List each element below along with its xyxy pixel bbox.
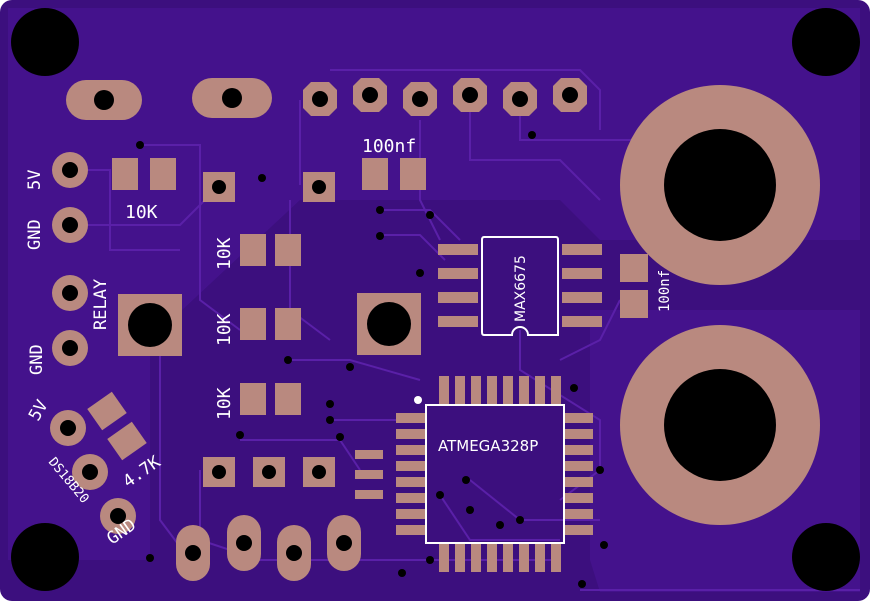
res-b-label: 10K [214, 313, 235, 346]
vias [136, 131, 608, 588]
res-c-label: 10K [214, 387, 235, 420]
cap-right-label: 100nf [657, 270, 673, 312]
smd-pad-icon [400, 158, 426, 190]
pin-gnd-b-label: GND [27, 344, 47, 375]
ic-outline-icon [481, 236, 559, 336]
pin-relay-label: RELAY [91, 279, 111, 330]
smd-pad-icon [107, 421, 147, 461]
header-pins-top [303, 78, 587, 116]
smd-pad-icon [240, 383, 266, 415]
smd-pads [87, 158, 648, 499]
smd-pad-icon [240, 308, 266, 340]
smd-pad-icon [620, 290, 648, 318]
atmega328p-label: ATMEGA328P [438, 437, 538, 455]
res-top-label: 10K [125, 202, 158, 223]
pin-5v-label: 5V [25, 170, 45, 190]
smd-pad-icon [275, 308, 301, 340]
cap-top-label: 100nf [362, 136, 416, 157]
smd-pad-icon [275, 234, 301, 266]
square-through-pads [118, 172, 421, 487]
atmega328p-chip: ATMEGA328P [396, 376, 593, 572]
smd-pad-icon [620, 254, 648, 282]
smd-pad-icon [355, 490, 383, 499]
smd-pad-icon [355, 470, 383, 479]
max6675-label: MAX6675 [513, 255, 529, 322]
smd-pad-icon [240, 234, 266, 266]
max6675-chip: MAX6675 [438, 236, 602, 336]
smd-pad-icon [112, 158, 138, 190]
mounting-holes [11, 8, 860, 591]
mounting-hole-icon [792, 523, 860, 591]
smd-pad-icon [275, 383, 301, 415]
left-header-pads [50, 152, 136, 534]
mounting-hole-icon [792, 8, 860, 76]
pin-gnd-label: GND [25, 219, 45, 250]
smd-pad-icon [87, 391, 127, 431]
bottom-oval-pads [176, 515, 361, 581]
terminal-pads [620, 85, 820, 525]
mounting-hole-icon [11, 523, 79, 591]
mounting-hole-icon [11, 8, 79, 76]
smd-pad-icon [355, 450, 383, 459]
ic-outline-icon [425, 404, 565, 544]
smd-pad-icon [150, 158, 176, 190]
smd-pad-icon [362, 158, 388, 190]
res-a-label: 10K [214, 237, 235, 270]
